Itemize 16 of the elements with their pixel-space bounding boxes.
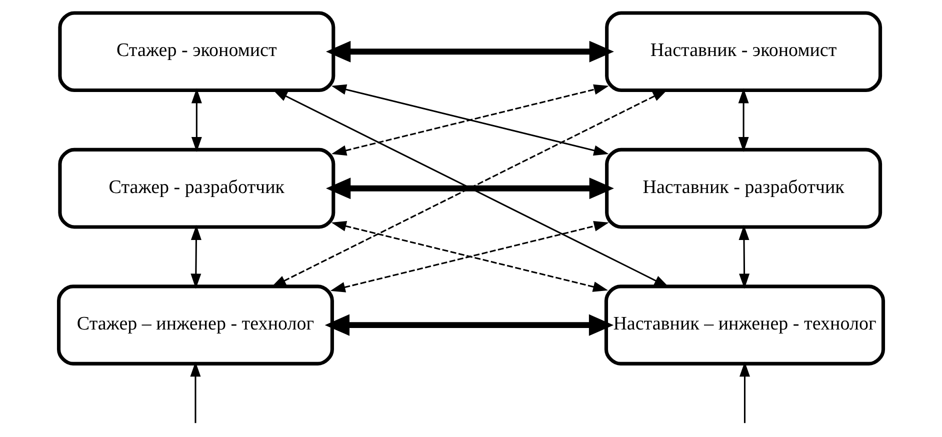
arrow — [324, 314, 614, 336]
arrow — [738, 88, 749, 152]
node-box: Наставник – инженер - технолог — [604, 284, 886, 366]
arrow — [190, 362, 201, 424]
node-box: Стажер - экономист — [58, 11, 336, 92]
arrow — [740, 362, 750, 424]
arrow — [331, 84, 609, 156]
node-box: Наставник - экономист — [605, 11, 882, 92]
arrow — [326, 40, 614, 62]
node-box: Наставник - разработчик — [605, 148, 882, 229]
arrow — [326, 178, 614, 200]
node-box: Стажер - разработчик — [58, 148, 336, 229]
arrow — [190, 224, 202, 289]
node-box: Стажер – инженер - технолог — [56, 284, 334, 366]
arrow — [738, 224, 750, 289]
arrow — [191, 88, 202, 152]
